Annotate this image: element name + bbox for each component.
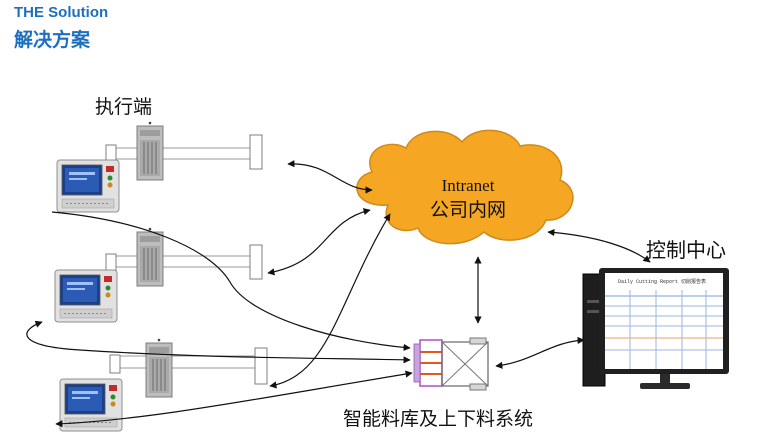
cloud-icon: [356, 129, 574, 245]
storage-rack-icon: [413, 337, 489, 391]
cloud-label-zh: 公司内网: [430, 199, 506, 221]
storage-system-label: 智能料库及上下料系统: [343, 408, 534, 430]
executor-row-3: [59, 338, 268, 432]
report-heading: Daily Cutting Report 切削报告表: [618, 278, 706, 285]
executor-label: 执行端: [95, 96, 153, 118]
control-center-label: 控制中心: [646, 238, 726, 262]
connection-arrows: [26, 160, 651, 428]
monitor-icon: Daily Cutting Report 切削报告表: [582, 268, 729, 389]
cloud-label-en: Intranet: [442, 176, 495, 195]
executor-row-1: [56, 121, 263, 213]
title-en: THE Solution: [14, 4, 109, 21]
executor-row-2: [54, 227, 263, 323]
title-zh: 解决方案: [14, 29, 91, 51]
